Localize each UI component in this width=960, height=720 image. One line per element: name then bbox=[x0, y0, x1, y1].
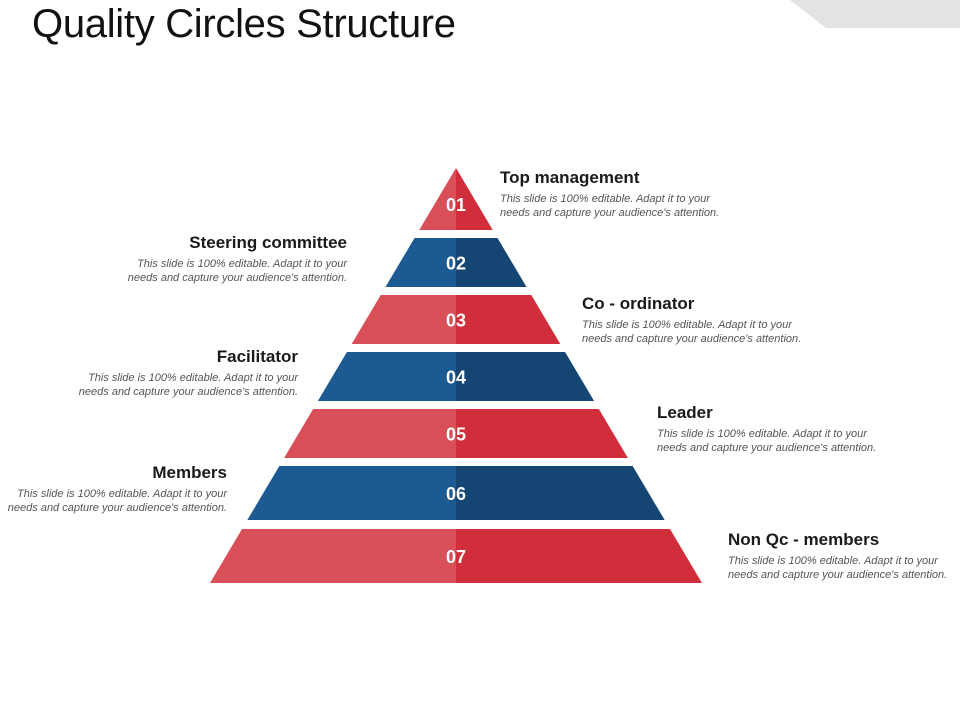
level-01-right-face bbox=[456, 168, 493, 230]
level-04-right-face bbox=[456, 352, 595, 401]
level-06-left-face bbox=[247, 466, 456, 520]
level-07-right-face bbox=[456, 529, 702, 583]
level-05-left-face bbox=[284, 409, 456, 458]
level-06-right-face bbox=[456, 466, 665, 520]
level-description: This slide is 100% editable. Adapt it to… bbox=[657, 428, 877, 454]
level-description: This slide is 100% editable. Adapt it to… bbox=[500, 193, 720, 219]
level-07-left-face bbox=[210, 529, 456, 583]
level-03-left-face bbox=[351, 295, 456, 344]
level-label-co-ordinator: Co - ordinator This slide is 100% editab… bbox=[582, 294, 822, 346]
level-label-non-qc-members: Non Qc - members This slide is 100% edit… bbox=[728, 530, 960, 582]
level-description: This slide is 100% editable. Adapt it to… bbox=[127, 258, 347, 284]
level-description: This slide is 100% editable. Adapt it to… bbox=[78, 372, 298, 398]
level-title: Non Qc - members bbox=[728, 530, 880, 549]
level-number-02: 02 bbox=[446, 254, 466, 274]
level-label-leader: Leader This slide is 100% editable. Adap… bbox=[657, 403, 897, 455]
level-title: Co - ordinator bbox=[582, 294, 695, 313]
level-03-right-face bbox=[456, 295, 561, 344]
level-description: This slide is 100% editable. Adapt it to… bbox=[7, 488, 227, 514]
level-number-07: 07 bbox=[446, 547, 466, 567]
level-01-left-face bbox=[419, 168, 456, 230]
level-description: This slide is 100% editable. Adapt it to… bbox=[728, 555, 948, 581]
level-number-03: 03 bbox=[446, 311, 466, 331]
level-number-04: 04 bbox=[446, 368, 466, 388]
level-number-01: 01 bbox=[446, 195, 466, 215]
level-02-right-face bbox=[456, 238, 527, 287]
level-title: Top management bbox=[500, 168, 640, 187]
slide-title: Quality Circles Structure bbox=[32, 2, 456, 46]
level-number-06: 06 bbox=[446, 484, 466, 504]
level-description: This slide is 100% editable. Adapt it to… bbox=[582, 319, 802, 345]
level-label-top-management: Top management This slide is 100% editab… bbox=[500, 168, 740, 220]
level-05-right-face bbox=[456, 409, 628, 458]
level-label-steering-committee: Steering committee This slide is 100% ed… bbox=[107, 233, 347, 285]
level-04-left-face bbox=[317, 352, 456, 401]
level-label-members: Members This slide is 100% editable. Ada… bbox=[0, 463, 227, 515]
level-title: Facilitator bbox=[216, 347, 298, 366]
level-02-left-face bbox=[385, 238, 456, 287]
level-label-facilitator: Facilitator This slide is 100% editable.… bbox=[58, 347, 298, 399]
corner-decoration bbox=[790, 0, 960, 28]
level-title: Leader bbox=[657, 403, 713, 422]
level-title: Steering committee bbox=[189, 233, 347, 252]
level-title: Members bbox=[152, 463, 227, 482]
level-number-05: 05 bbox=[446, 425, 466, 445]
